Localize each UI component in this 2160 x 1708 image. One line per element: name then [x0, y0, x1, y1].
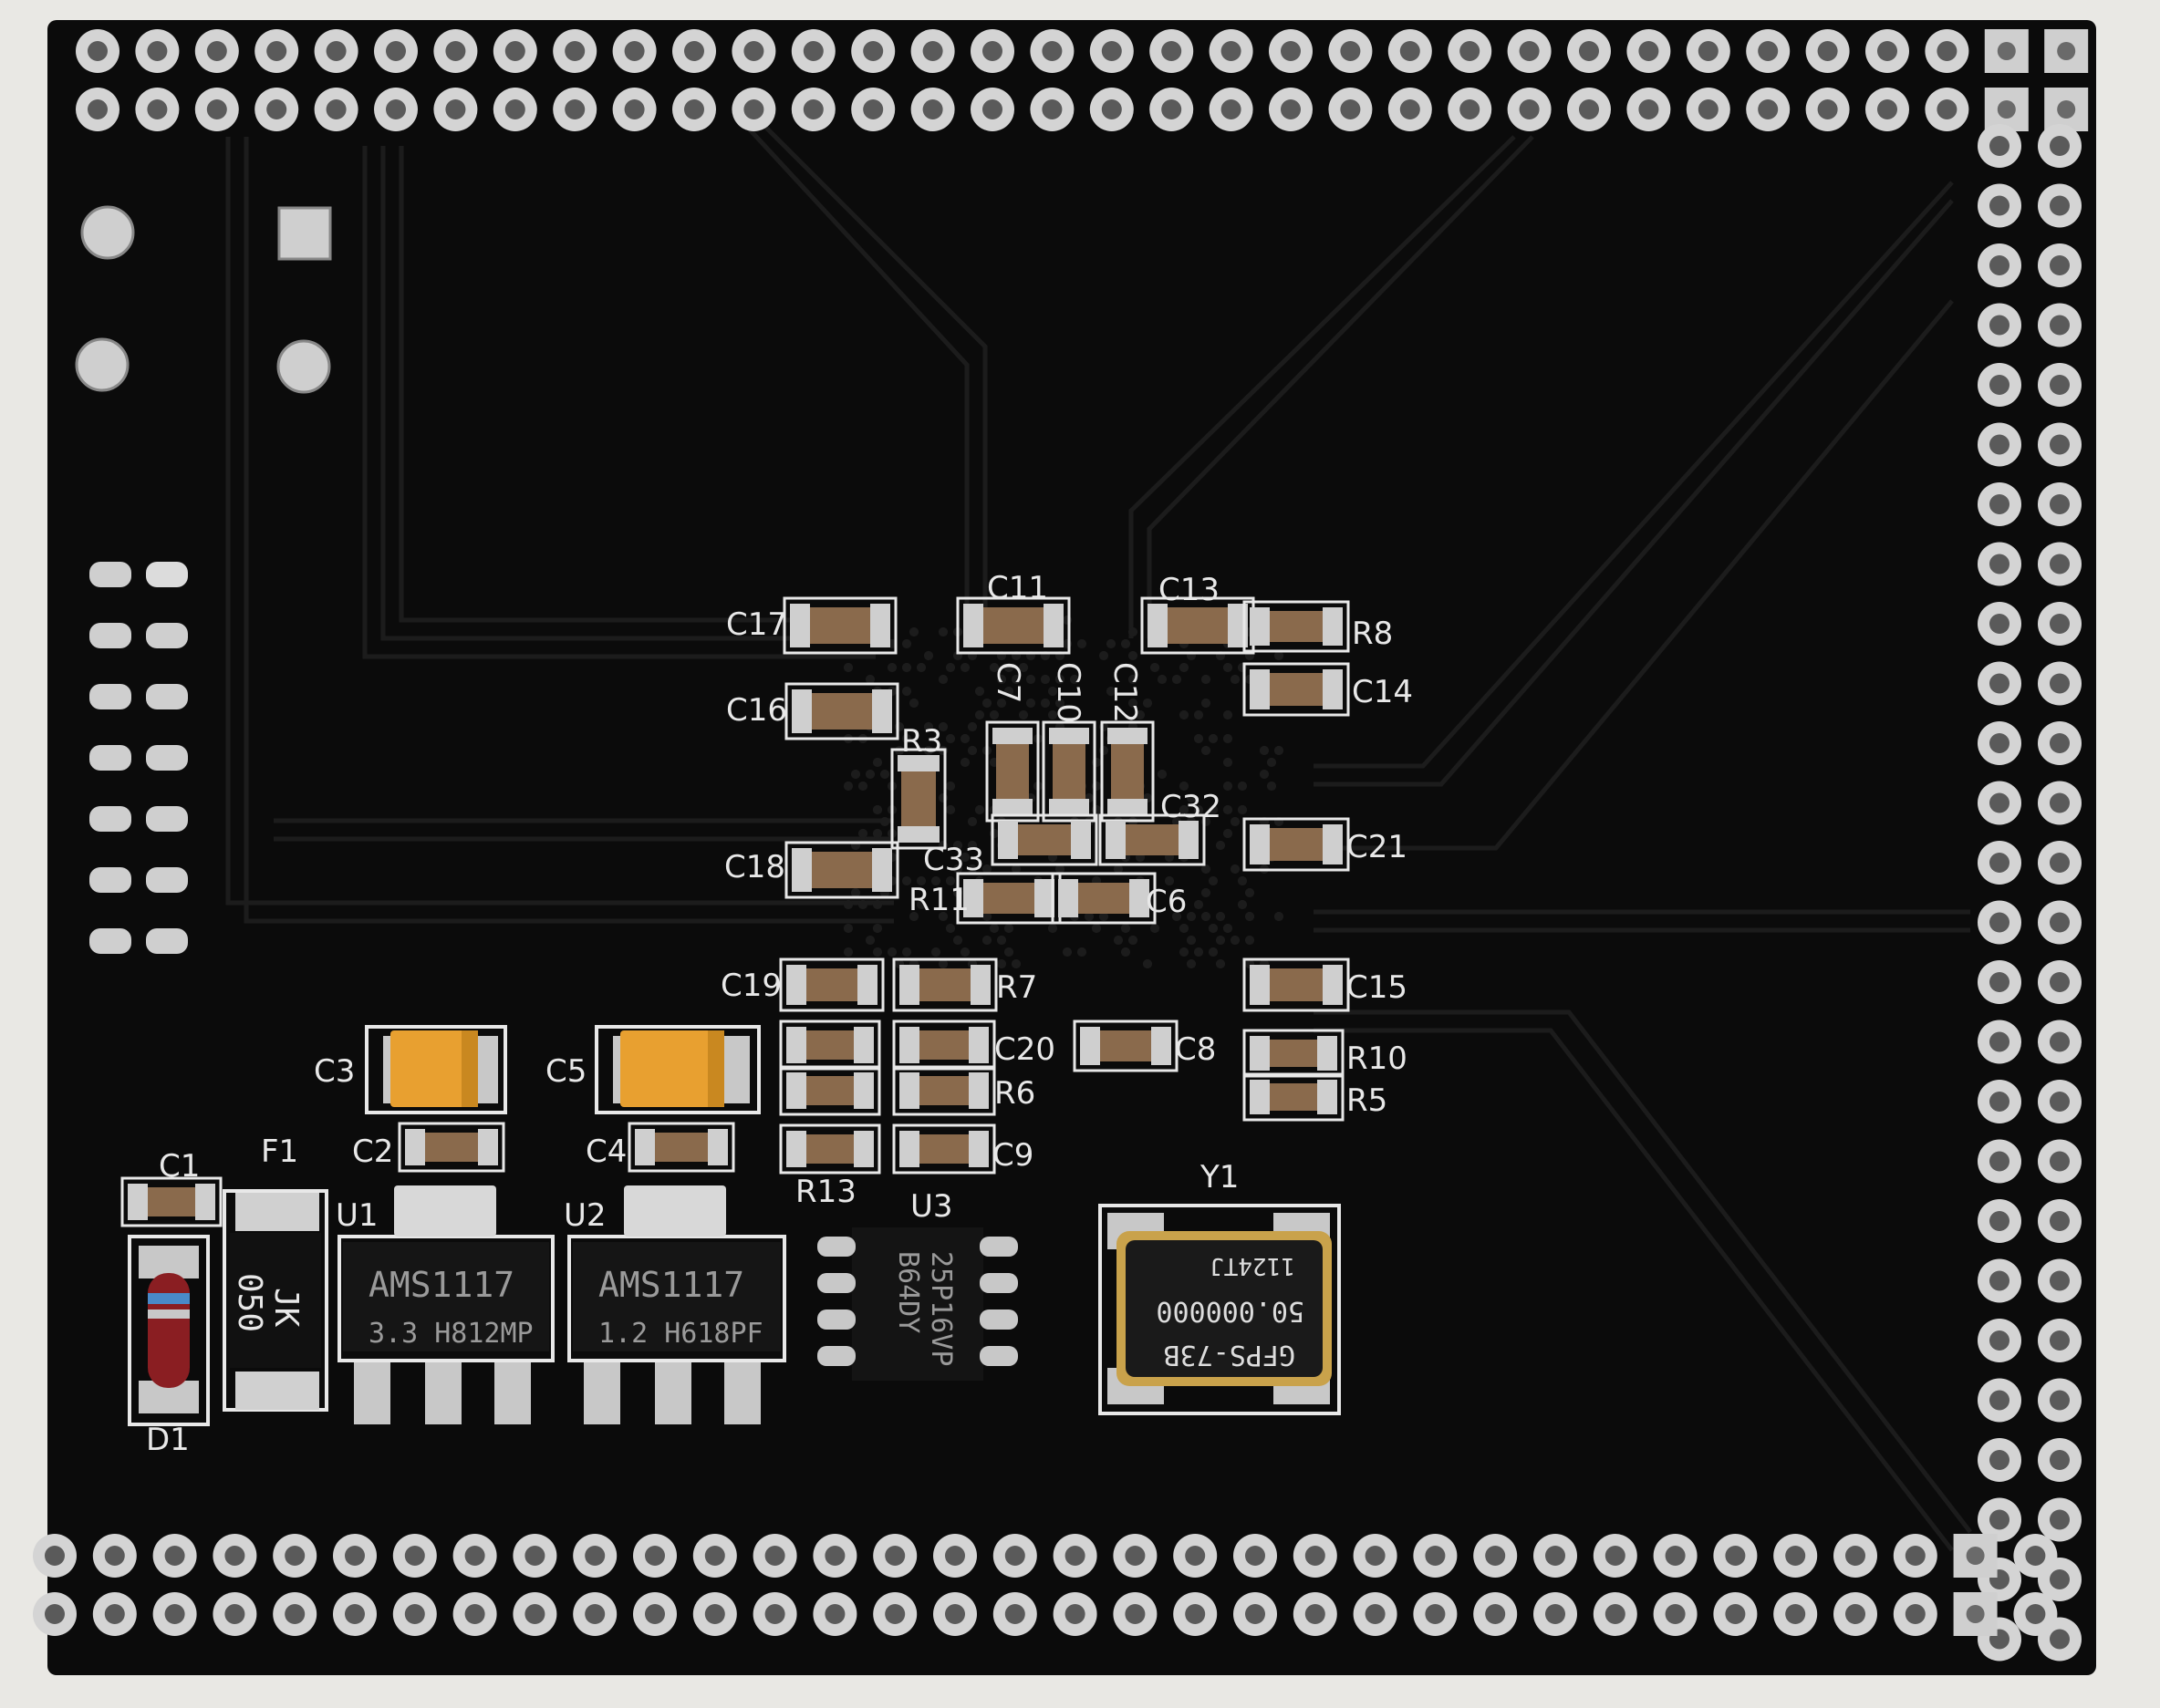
jtag-pin [89, 562, 131, 587]
jtag-pin [89, 928, 131, 954]
mounting-pad-2 [77, 339, 128, 390]
label-c3: C3 [314, 1053, 355, 1090]
label-y1: Y1 [1199, 1159, 1239, 1196]
label-c12: C12 [1106, 662, 1143, 723]
jtag-pin [146, 745, 188, 771]
label-c33: C33 [923, 842, 984, 878]
label-c7: C7 [990, 662, 1026, 703]
label-c15: C15 [1346, 969, 1407, 1006]
label-u2: U2 [564, 1197, 607, 1234]
fuse-marking-line2: 050 [231, 1273, 268, 1332]
mounting-pad-3 [279, 208, 330, 259]
label-c32: C32 [1160, 789, 1221, 825]
label-c1: C1 [159, 1148, 200, 1185]
label-f1: F1 [261, 1133, 298, 1170]
label-c10: C10 [1050, 662, 1086, 723]
label-r7: R7 [996, 969, 1037, 1006]
jtag-pin [146, 684, 188, 709]
jtag-pin [89, 867, 131, 893]
y1-marking-line1: 1124TJ [1210, 1252, 1295, 1279]
fuse-marking-line1: JK [267, 1288, 305, 1328]
label-c8: C8 [1175, 1031, 1216, 1068]
mounting-pad-1 [82, 207, 133, 258]
y1-marking-line2: 50.000000 [1156, 1295, 1304, 1327]
jtag-pin [146, 623, 188, 648]
label-r10: R10 [1346, 1040, 1407, 1077]
u2-marking-line1: AMS1117 [598, 1265, 744, 1305]
y1-marking-line3: GFPS-73B [1164, 1339, 1296, 1371]
label-r8: R8 [1352, 616, 1393, 652]
label-c9: C9 [992, 1137, 1033, 1174]
tantalum-capacitor-c3 [367, 1027, 505, 1113]
jtag-pin [146, 806, 188, 832]
label-r11: R11 [909, 882, 970, 918]
label-r5: R5 [1346, 1082, 1387, 1119]
label-c18: C18 [724, 849, 785, 885]
u3-marking-line1: 25P16VP [925, 1251, 957, 1366]
label-c4: C4 [586, 1133, 627, 1170]
tantalum-capacitor-c5 [597, 1027, 759, 1113]
label-c19: C19 [721, 968, 782, 1004]
label-c20: C20 [994, 1031, 1055, 1068]
label-c16: C16 [726, 692, 787, 729]
mounting-pad-4 [278, 341, 329, 392]
jtag-pin [146, 562, 188, 587]
u3-marking-line2: B64DY [892, 1251, 924, 1333]
jtag-pin [146, 867, 188, 893]
label-c2: C2 [352, 1133, 393, 1170]
u1-marking-line1: AMS1117 [369, 1265, 514, 1305]
jtag-pin [89, 806, 131, 832]
label-u1: U1 [336, 1197, 379, 1234]
jtag-pin [89, 623, 131, 648]
label-c21: C21 [1346, 829, 1407, 865]
label-c11: C11 [987, 570, 1048, 606]
label-c6: C6 [1146, 884, 1187, 920]
label-d1: D1 [146, 1422, 190, 1458]
label-r3: R3 [901, 723, 942, 760]
label-c17: C17 [726, 606, 787, 643]
u2-marking-line2: 1.2 H618PF [598, 1318, 763, 1350]
jtag-pin [146, 928, 188, 954]
label-r6: R6 [994, 1075, 1035, 1112]
label-c5: C5 [545, 1053, 587, 1090]
label-u3: U3 [910, 1188, 953, 1225]
label-r13: R13 [795, 1174, 857, 1210]
jtag-pin [89, 745, 131, 771]
label-c13: C13 [1158, 572, 1220, 608]
jtag-pin [89, 684, 131, 709]
u1-marking-line2: 3.3 H812MP [369, 1318, 534, 1350]
label-c14: C14 [1352, 674, 1413, 710]
